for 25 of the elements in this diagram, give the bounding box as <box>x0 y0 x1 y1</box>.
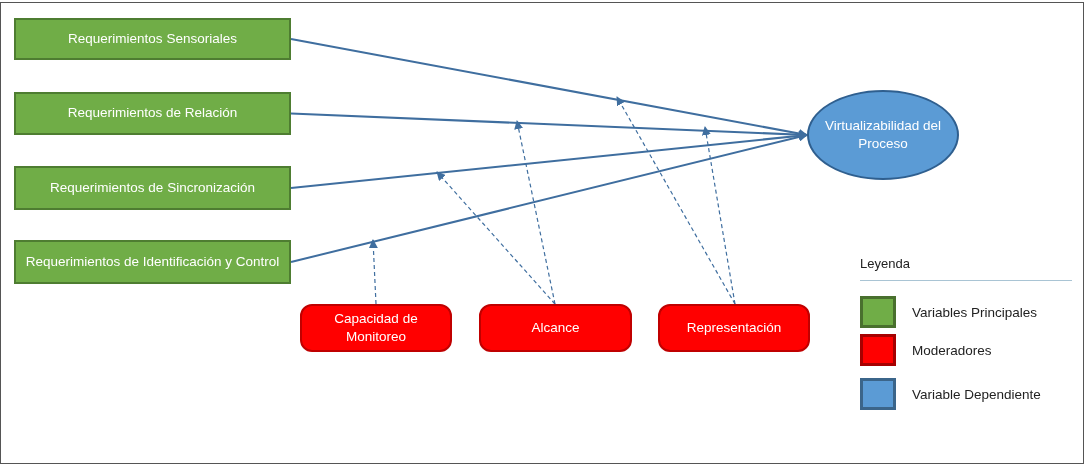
node-label: Requerimientos de Relación <box>67 104 238 123</box>
legend-label: Variables Principales <box>912 304 1038 320</box>
arrow <box>616 96 736 305</box>
moderator-box <box>479 304 632 352</box>
variable-box <box>14 18 291 60</box>
node-label: Capacidad de Monitoreo <box>333 309 419 346</box>
variable-box <box>14 166 291 210</box>
node-label: Virtualizabilidad del Proceso <box>823 116 943 153</box>
node-label: Requerimientos de Sincronización <box>50 178 255 197</box>
moderator-box <box>300 304 452 352</box>
node-label: Representación <box>686 318 782 337</box>
arrow <box>290 132 808 263</box>
arrow <box>701 126 736 305</box>
legend-title: Leyenda <box>860 256 1072 281</box>
legend-label: Variable Dependiente <box>912 386 1041 402</box>
legend-label: Moderadores <box>912 342 992 358</box>
variable-box <box>14 240 291 284</box>
node-label: Requerimientos de Identificación y Control <box>25 252 280 271</box>
arrow <box>436 171 556 305</box>
moderator-box <box>658 304 810 352</box>
arrow <box>368 239 378 305</box>
node-label: Requerimientos Sensoriales <box>68 29 237 48</box>
variable-box <box>14 92 291 135</box>
arrow <box>514 120 556 305</box>
node-label: Alcance <box>531 318 580 337</box>
